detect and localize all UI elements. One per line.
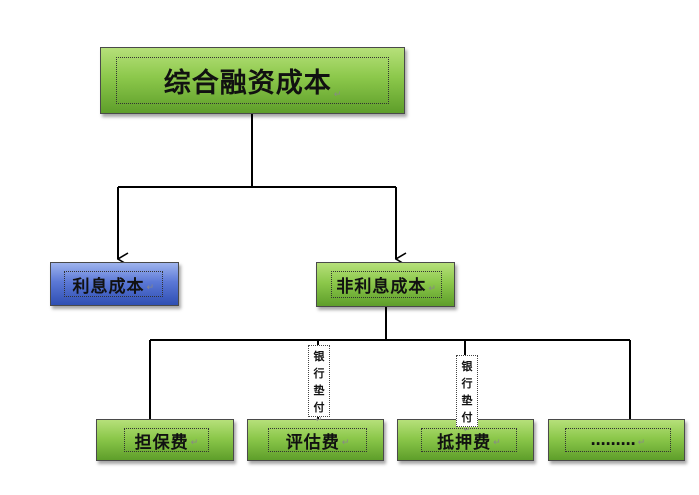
mortgage-fee-label: 抵押费: [437, 432, 492, 453]
root-node: 综合融资成本 ↵: [100, 47, 405, 114]
interest-cost-node: 利息成本 ↵: [50, 262, 179, 306]
paragraph-mark: ↵: [493, 438, 501, 448]
paragraph-mark: ↵: [637, 438, 646, 448]
root-label: 综合融资成本: [163, 68, 332, 99]
guarantee-fee-label: 担保费: [134, 432, 189, 453]
paragraph-mark: ↵: [341, 438, 350, 448]
non-interest-cost-node: 非利息成本 ↵: [316, 262, 455, 307]
bank-advance-note-1: 银 行 垫 付 ↵: [308, 345, 330, 424]
more-label: ………: [590, 431, 636, 449]
paragraph-mark: ↵: [428, 284, 436, 295]
paragraph-mark: ↵: [190, 438, 199, 448]
appraisal-fee-node: 评估费 ↵: [247, 419, 384, 461]
paragraph-mark: ↵: [333, 89, 342, 100]
guarantee-fee-node: 担保费 ↵: [96, 419, 234, 461]
paragraph-mark: ↵: [146, 283, 154, 294]
interest-cost-label: 利息成本: [72, 276, 145, 297]
non-interest-cost-label: 非利息成本: [336, 277, 427, 297]
more-node: ……… ↵: [548, 419, 685, 461]
bank-advance-note-2: 银 行 垫 付 ↵: [456, 355, 478, 434]
appraisal-fee-label: 评估费: [285, 432, 340, 453]
